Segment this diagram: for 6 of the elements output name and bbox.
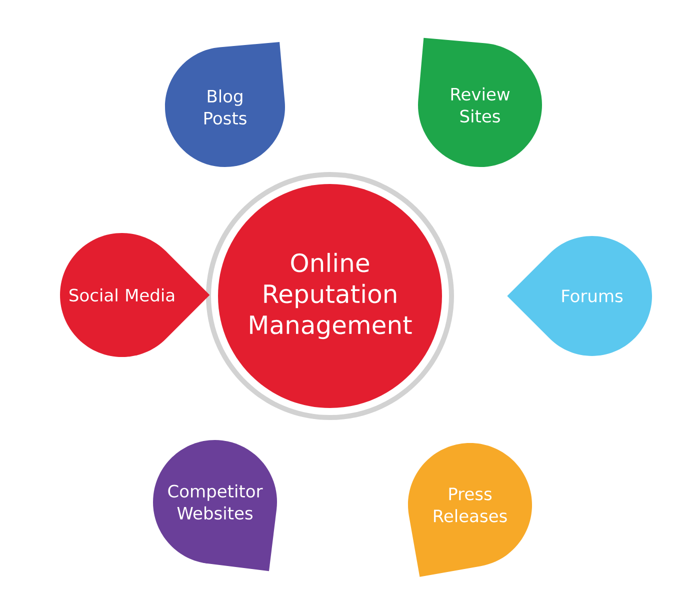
teardrop-bubble: Social Media: [60, 233, 210, 357]
teardrop-bubble: Blog Posts: [165, 42, 285, 167]
teardrop-bubble: Press Releases: [408, 443, 532, 577]
teardrop-bubble: Review Sites: [418, 38, 542, 167]
teardrop-bubble: Forums: [507, 236, 652, 356]
teardrop-bubble: Competitor Websites: [153, 440, 277, 572]
